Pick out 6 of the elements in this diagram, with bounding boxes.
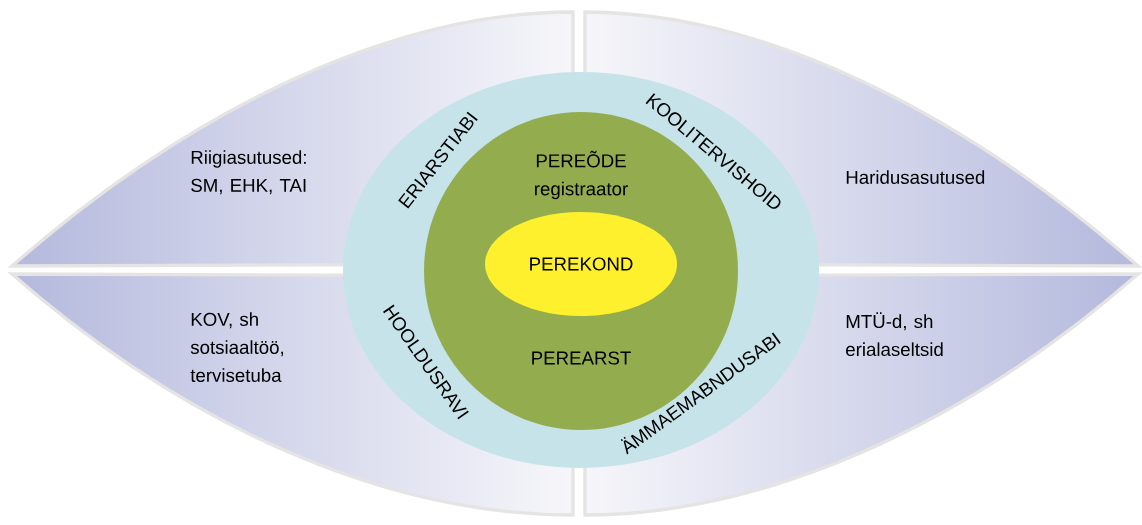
- sector-label: Haridusasutused: [846, 170, 985, 184]
- sector-label: MTÜ-d, sh erialaseltsid: [846, 312, 943, 357]
- ellipse-label: PEREKOND: [530, 257, 633, 271]
- ellipse-label: PEREÕDE registraator: [535, 150, 628, 200]
- sector-label: KOV, sh sotsiaaltöö, tervisetuba: [190, 312, 283, 382]
- sector-label: Riigiasutused: SM, EHK, TAI: [191, 150, 306, 195]
